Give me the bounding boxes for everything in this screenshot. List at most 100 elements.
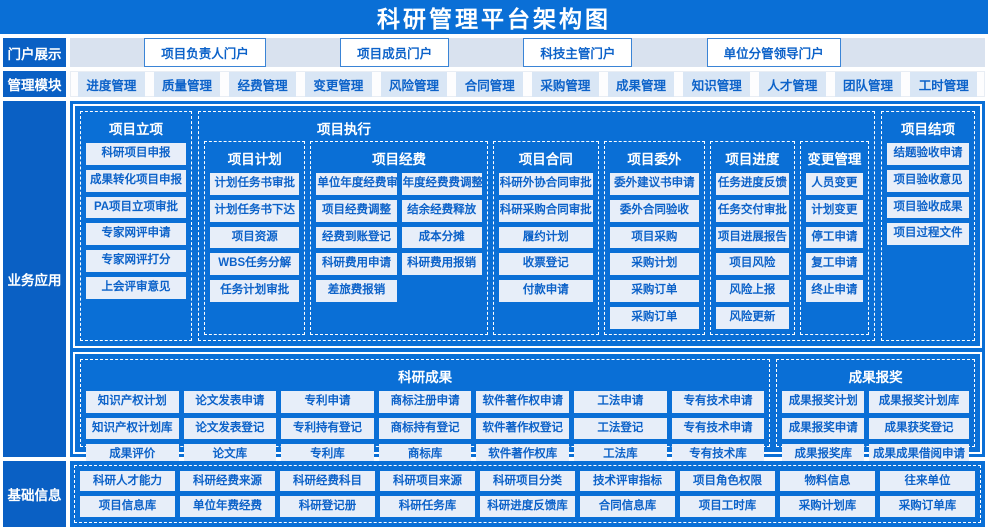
item-box: 专有技术库: [671, 444, 765, 467]
group-progress: 项目进度 任务进度反馈任务交付审批项目进展报告项目风险风险上报风险更新: [710, 141, 795, 335]
item-box: 成本分摊: [401, 226, 482, 249]
group-awards: 成果报奖 成果报奖计划成果报奖计划库成果报奖申请成果获奖登记成果报奖库成果成果借…: [776, 358, 975, 467]
item-box: 科研人才能力: [80, 470, 175, 492]
item-box: WBS任务分解: [210, 253, 300, 276]
item-box: 成果报奖计划: [782, 390, 865, 413]
item-box: 项目工时库: [680, 496, 775, 517]
item-box: 项目进展报告: [716, 226, 789, 249]
group-title: 项目进度: [725, 152, 780, 167]
row-label-business: 业务应用: [3, 101, 66, 457]
item-box: 委外合同验收: [609, 199, 700, 222]
item-box: 工法申请: [574, 390, 667, 413]
item-box: 科研经费科目: [280, 470, 375, 492]
item-box: 收票登记: [498, 253, 593, 276]
item-box: 年度经费费调整: [401, 173, 482, 195]
outsourcing-items: 委外建议书申请委外合同验收项目采购采购计划采购订单采购订单: [609, 173, 700, 329]
achievements-panel: 科研成果 知识产权计划论文发表申请专利申请商标注册申请软件著作权申请工法申请专有…: [73, 351, 982, 467]
group-title: 变更管理: [807, 152, 862, 167]
item-box: 项目经费调整: [316, 199, 397, 222]
item-box: 计划任务书下达: [210, 199, 300, 222]
item-box: 项目验收意见: [887, 169, 969, 192]
portal-list: 项目负责人门户项目成员门户科技主管门户单位分管领导门户: [70, 38, 985, 67]
item-box: 采购订单: [609, 306, 700, 329]
group-title: 项目执行: [317, 122, 372, 137]
item-box: 知识产权计划库: [86, 417, 179, 440]
progress-items: 任务进度反馈任务交付审批项目进展报告项目风险风险上报风险更新: [716, 173, 789, 329]
funds-items: 单位年度经费审批年度经费费调整项目经费调整结余经费释放经费到账登记成本分摊科研费…: [316, 173, 482, 329]
portal-row: 门户展示 项目负责人门户项目成员门户科技主管门户单位分管领导门户: [3, 38, 985, 67]
module-box: 知识管理: [683, 71, 751, 97]
row-label-portal: 门户展示: [3, 38, 66, 67]
portal-box: 项目负责人门户: [144, 38, 266, 67]
item-box: 采购计划: [609, 253, 700, 276]
module-box: 采购管理: [532, 71, 599, 97]
item-box: 技术评审指标: [580, 470, 675, 492]
group-funds: 项目经费 单位年度经费审批年度经费费调整项目经费调整结余经费释放经费到账登记成本…: [310, 141, 488, 335]
group-title: 成果报奖: [848, 369, 903, 385]
item-box: 任务进度反馈: [716, 173, 789, 195]
awards-items: 成果报奖计划成果报奖计划库成果报奖申请成果获奖登记成果报奖库成果成果借阅申请: [782, 390, 969, 467]
group-closure: 项目结项 结题验收申请项目验收意见项目验收成果项目过程文件: [881, 111, 975, 341]
group-title: 项目经费: [372, 152, 427, 167]
module-box: 合同管理: [456, 71, 524, 97]
item-box: 付款申请: [498, 280, 593, 302]
item-box: 科研登记册: [280, 496, 375, 517]
item-box: 结余经费释放: [401, 199, 482, 222]
item-box: 项目验收成果: [887, 196, 969, 219]
item-box: 经费到账登记: [316, 226, 397, 249]
item-box: 成果报奖库: [782, 444, 865, 467]
item-box: 专利库: [281, 444, 374, 467]
module-box: 工时管理: [910, 71, 978, 97]
item-box: 论文发表登记: [183, 417, 277, 440]
item-box: 采购订单库: [880, 496, 975, 517]
item-box: 专有技术申请: [671, 417, 765, 440]
row-label-basic: 基础信息: [3, 460, 66, 527]
item-box: 软件著作权登记: [476, 417, 570, 440]
closure-items: 结题验收申请项目验收意见项目验收成果项目过程文件: [887, 143, 969, 246]
group-title: 项目计划: [227, 152, 282, 167]
portal-box: 科技主管门户: [523, 38, 633, 67]
item-box: 差旅费报销: [316, 280, 397, 302]
item-box: 科研经费来源: [180, 470, 275, 492]
item-box: 科研项目来源: [380, 470, 475, 492]
item-box: 成果报奖申请: [782, 417, 865, 440]
item-box: 科研任务库: [380, 496, 475, 517]
item-box: 成果获奖登记: [869, 417, 969, 440]
item-box: 风险上报: [716, 280, 789, 302]
diagram-title: 科研管理平台架构图: [0, 0, 988, 34]
basic-info-items: 科研人才能力科研经费来源科研经费科目科研项目来源科研项目分类技术评审指标项目角色…: [74, 464, 981, 523]
item-box: 履约计划: [498, 226, 593, 249]
module-box: 进度管理: [78, 71, 145, 97]
item-box: 项目过程文件: [887, 223, 969, 246]
group-title: 项目结项: [901, 122, 955, 137]
item-box: 工法登记: [574, 417, 667, 440]
item-box: 终止申请: [805, 280, 864, 302]
item-box: 专家网评申请: [86, 223, 186, 246]
module-box: 变更管理: [305, 71, 372, 97]
item-box: 专利申请: [281, 390, 374, 413]
item-box: 专有技术申请: [671, 390, 765, 413]
item-box: 计划变更: [805, 199, 864, 222]
item-box: 项目采购: [609, 226, 700, 249]
item-box: 停工申请: [805, 226, 864, 249]
basic-info-content: 科研人才能力科研经费来源科研经费科目科研项目来源科研项目分类技术评审指标项目角色…: [70, 460, 985, 527]
item-box: 科研进度反馈库: [480, 496, 575, 517]
item-box: 科研采购合同审批: [498, 199, 593, 222]
module-box: 质量管理: [153, 71, 221, 97]
item-box: 科研外协合同审批: [498, 173, 593, 195]
item-box: 科研费用报销: [401, 253, 482, 276]
item-box: 商标注册申请: [378, 390, 472, 413]
item-box: 项目信息库: [80, 496, 175, 517]
item-box: 上会评审意见: [86, 276, 186, 299]
module-box: 人才管理: [759, 71, 826, 97]
group-contract: 项目合同 科研外协合同审批科研采购合同审批履约计划收票登记付款申请: [492, 141, 599, 335]
item-box: 知识产权计划: [86, 390, 179, 413]
item-box: 单位年费经费: [180, 496, 275, 517]
item-box: 科研项目分类: [480, 470, 575, 492]
